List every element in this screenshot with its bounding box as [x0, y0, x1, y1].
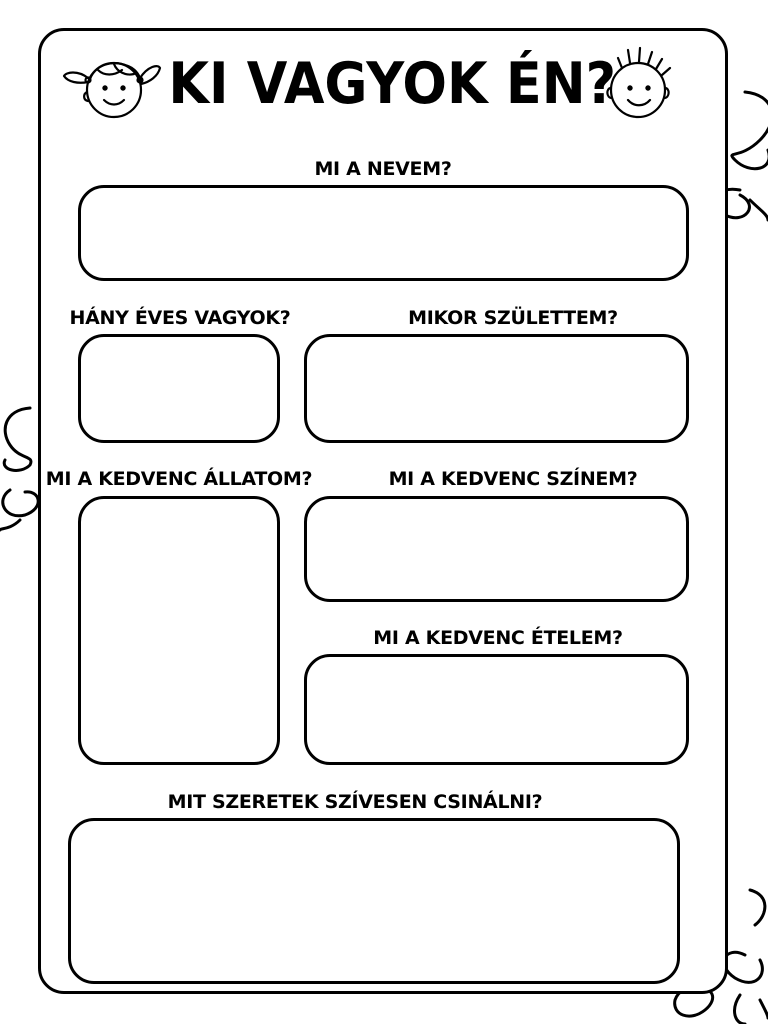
boy-face-icon	[606, 46, 672, 119]
question-color-label: MI A KEDVENC SZÍNEM?	[388, 468, 638, 490]
question-age-label: HÁNY ÉVES VAGYOK?	[69, 307, 291, 329]
name-answer-box[interactable]	[78, 185, 689, 281]
hobby-answer-box[interactable]	[68, 818, 680, 984]
food-answer-box[interactable]	[304, 654, 689, 765]
birthday-answer-box[interactable]	[304, 334, 689, 443]
color-answer-box[interactable]	[304, 496, 689, 602]
question-food-label: MI A KEDVENC ÉTELEM?	[373, 627, 623, 649]
page-title: KI VAGYOK ÉN?	[168, 51, 617, 117]
girl-face-icon	[62, 61, 162, 119]
question-name-label: MI A NEVEM?	[314, 158, 452, 180]
animal-answer-box[interactable]	[78, 496, 280, 765]
question-birthday-label: MIKOR SZÜLETTEM?	[408, 307, 618, 329]
question-animal-label: MI A KEDVENC ÁLLATOM?	[45, 468, 313, 490]
question-hobby-label: MIT SZERETEK SZÍVESEN CSINÁLNI?	[167, 791, 543, 813]
age-answer-box[interactable]	[78, 334, 280, 443]
